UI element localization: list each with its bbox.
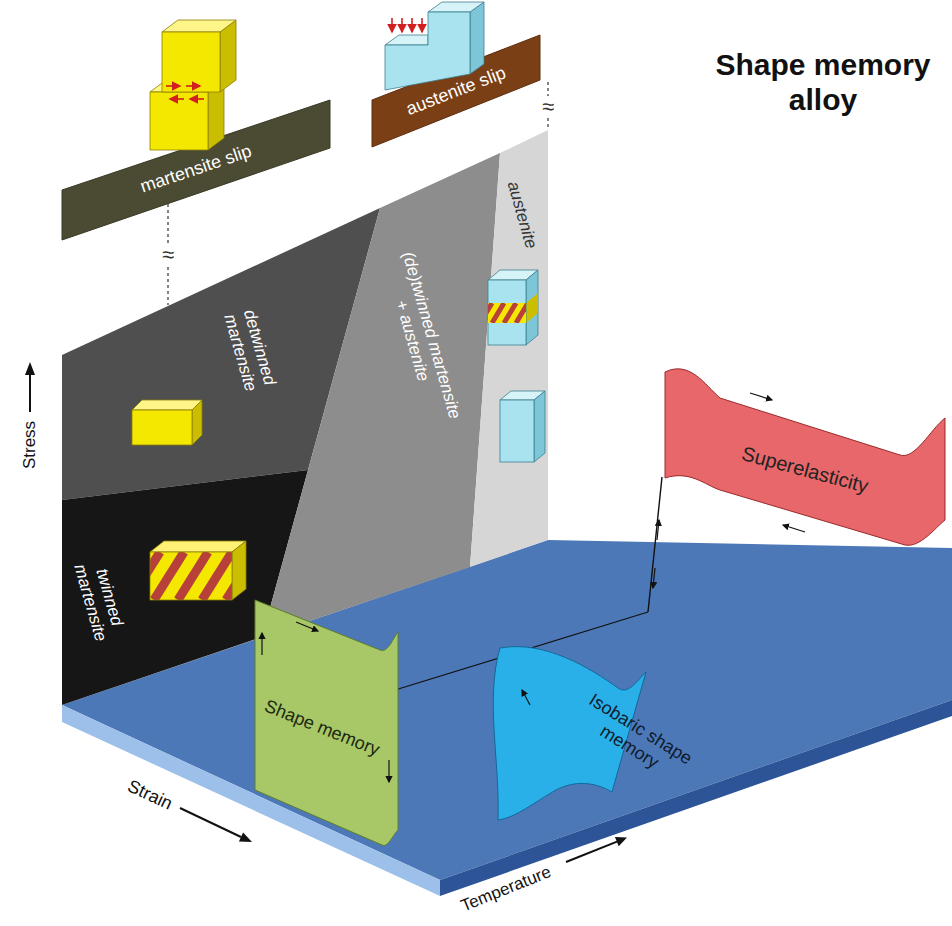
slip-arrow	[401, 18, 403, 32]
slip-arrow	[166, 85, 180, 87]
block-front	[162, 32, 220, 92]
break-line	[167, 267, 168, 305]
twin-stripe	[504, 303, 516, 323]
diagram-title: Shape memory alloy	[701, 48, 946, 117]
break-line	[547, 118, 548, 129]
phase-region-shape	[260, 151, 502, 639]
superelasticity-sheet-outline	[665, 369, 945, 545]
block-top	[428, 2, 484, 12]
cube-front	[500, 400, 534, 462]
block-side	[470, 2, 484, 74]
slip-arrow	[190, 98, 204, 100]
block-top	[132, 400, 202, 410]
path-arrow	[388, 760, 389, 782]
block-side	[220, 20, 236, 92]
cube-side	[526, 270, 538, 345]
block-top	[162, 20, 236, 32]
shape-memory-sheet-outline	[255, 600, 398, 845]
axis-arrowhead	[25, 362, 35, 375]
superelasticity-sheet: Superelasticity	[663, 366, 947, 547]
break-mark: ≈	[162, 242, 174, 267]
stress-path-line	[648, 477, 662, 612]
path-arrow	[657, 520, 659, 540]
block-front	[150, 92, 208, 150]
axis-label: Temperature	[458, 862, 554, 916]
axis-label: Stress	[20, 421, 40, 469]
path-arrow	[296, 622, 318, 631]
slip-arrow	[186, 85, 200, 87]
path-arrow	[750, 393, 772, 400]
floor-plane	[62, 540, 952, 880]
block-front	[150, 552, 232, 600]
axis-arrow	[29, 373, 31, 412]
axis-arrowhead	[615, 837, 627, 846]
slip-arrow	[421, 18, 423, 32]
phase-region: austenite	[468, 128, 550, 569]
path-arrow	[653, 568, 655, 588]
superelasticity-sheet-shape	[663, 366, 947, 547]
axis-arrow	[180, 808, 241, 837]
twin-stripes	[488, 303, 526, 323]
slip-arrow	[391, 18, 393, 32]
block-side	[192, 400, 202, 445]
block-side	[232, 541, 246, 600]
slip-arrow	[411, 18, 413, 32]
path-arrow	[783, 525, 805, 532]
phase-region-outline	[470, 130, 548, 567]
phase-region: (de)twinned martensite + austenite	[260, 151, 502, 639]
break-mark: ≈	[542, 94, 554, 119]
isobaric-shape-memory-sheet: Isobaric shape memory	[491, 644, 648, 822]
twin-stripes	[150, 552, 232, 600]
break-line	[167, 204, 168, 244]
block-outline	[150, 552, 232, 600]
axis-arrowhead	[239, 833, 252, 843]
block-front	[132, 410, 192, 445]
slip-arrow	[170, 98, 184, 100]
break-line	[547, 82, 548, 96]
cube-band	[526, 293, 538, 323]
path-arrow	[522, 690, 530, 705]
twin-stripe	[492, 303, 504, 323]
block-front	[385, 12, 470, 90]
axis-arrow	[566, 842, 617, 862]
twin-stripe	[226, 552, 232, 600]
block-top	[385, 35, 428, 45]
twin-stripe	[516, 303, 526, 323]
axis-label: Strain	[124, 776, 175, 815]
cube-side	[534, 391, 545, 462]
shape-memory-sheet: Shape memory	[253, 598, 400, 848]
path-arrow	[261, 633, 262, 655]
phase-region-outline	[262, 153, 500, 637]
block-top	[150, 541, 246, 552]
